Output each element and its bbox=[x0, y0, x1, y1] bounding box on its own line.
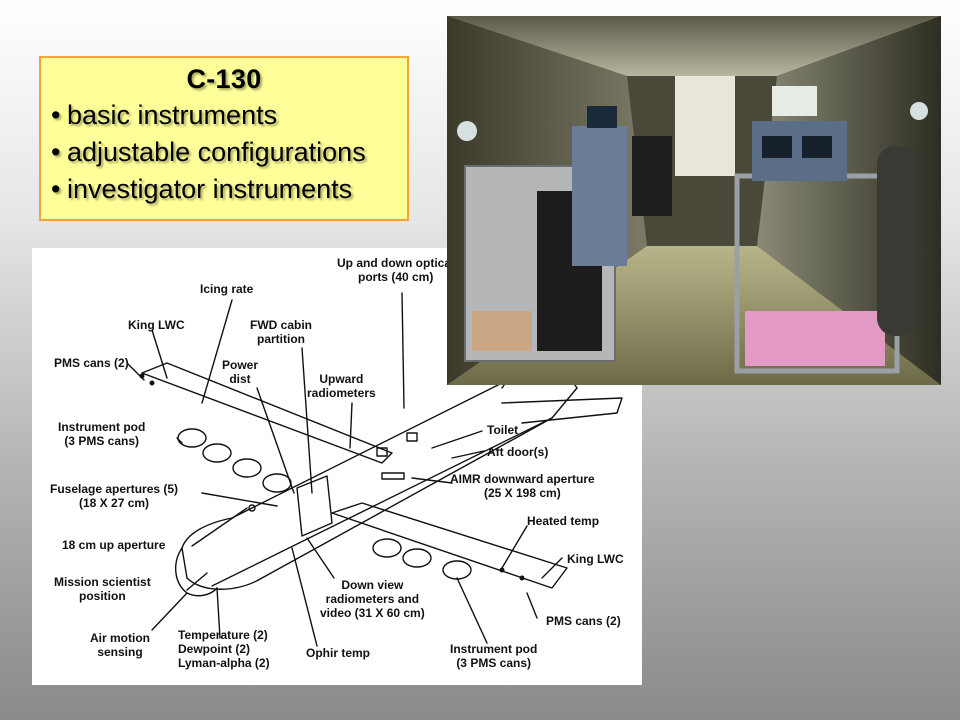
label-instrument-pod-bottom: Instrument pod (3 PMS cans) bbox=[450, 642, 538, 670]
label-aimr: AIMR downward aperture (25 X 198 cm) bbox=[450, 472, 595, 500]
engine bbox=[442, 560, 472, 580]
leader-line bbox=[291, 547, 318, 647]
label-pms-cans-top: PMS cans (2) bbox=[54, 356, 129, 370]
engine bbox=[372, 538, 402, 558]
up-aperture bbox=[248, 504, 256, 512]
label-instrument-pod-top: Instrument pod (3 PMS cans) bbox=[58, 420, 146, 448]
aircraft-cabin-photo bbox=[447, 16, 941, 385]
leader-line bbox=[186, 572, 208, 591]
aperture bbox=[376, 447, 388, 457]
label-up-down-ports: Up and down optical ports (40 cm) bbox=[337, 256, 455, 284]
leader-line bbox=[401, 292, 405, 409]
callout-list: •basic instruments •adjustable configura… bbox=[41, 97, 407, 208]
leader-line bbox=[411, 477, 453, 484]
label-king-lwc-top: King LWC bbox=[128, 318, 185, 332]
aperture bbox=[406, 432, 418, 442]
aperture bbox=[381, 472, 405, 480]
callout-item: •investigator instruments bbox=[51, 171, 407, 208]
label-down-view: Down view radiometers and video (31 X 60… bbox=[320, 578, 425, 620]
leader-line bbox=[201, 299, 233, 404]
cabin-photo-drawing bbox=[447, 16, 941, 385]
leader-line bbox=[151, 592, 188, 631]
label-air-motion: Air motion sensing bbox=[90, 631, 150, 659]
leader-line bbox=[431, 430, 483, 449]
leader-line bbox=[306, 537, 335, 579]
leader-line bbox=[501, 525, 528, 569]
summary-callout: C-130 •basic instruments •adjustable con… bbox=[39, 56, 409, 221]
fuselage-belly bbox=[211, 417, 553, 587]
leader-line bbox=[349, 402, 353, 449]
label-mission-scientist: Mission scientist position bbox=[54, 575, 151, 603]
leader-line bbox=[256, 387, 295, 494]
engine bbox=[402, 548, 432, 568]
engine bbox=[177, 428, 207, 448]
callout-item: •basic instruments bbox=[51, 97, 407, 134]
leader-line bbox=[541, 557, 563, 579]
leader-line bbox=[201, 492, 278, 507]
leader-line bbox=[191, 507, 248, 547]
label-icing-rate: Icing rate bbox=[200, 282, 254, 296]
label-temperature: Temperature (2) Dewpoint (2) Lyman-alpha… bbox=[178, 628, 270, 670]
label-pms-cans-bottom: PMS cans (2) bbox=[546, 614, 621, 628]
label-aft-doors: Aft door(s) bbox=[487, 445, 549, 459]
leader-line bbox=[451, 450, 485, 459]
leader-line bbox=[301, 347, 313, 494]
callout-item-text: adjustable configurations bbox=[67, 137, 366, 167]
engine bbox=[202, 443, 232, 463]
leader-line bbox=[216, 587, 221, 639]
leader-line bbox=[176, 437, 183, 444]
engine bbox=[232, 458, 262, 478]
bullet-icon: • bbox=[51, 100, 61, 130]
bullet-icon: • bbox=[51, 174, 61, 204]
callout-title: C-130 bbox=[186, 64, 262, 94]
leader-line bbox=[456, 577, 488, 644]
label-fuselage-apertures: Fuselage apertures (5) (18 X 27 cm) bbox=[50, 482, 179, 510]
label-ophir-temp: Ophir temp bbox=[306, 646, 371, 660]
label-king-lwc-bottom: King LWC bbox=[567, 552, 624, 566]
leader-line bbox=[526, 592, 538, 619]
label-toilet: Toilet bbox=[487, 423, 519, 437]
leader-line bbox=[151, 329, 168, 379]
wing-upper bbox=[141, 362, 393, 464]
label-power-dist: Power dist bbox=[222, 358, 259, 386]
horizontal-stabilizer bbox=[501, 397, 623, 424]
callout-item-text: investigator instruments bbox=[67, 174, 353, 204]
label-upward-radiometers: Upward radiometers bbox=[307, 372, 376, 400]
label-up-aperture: 18 cm up aperture bbox=[62, 538, 166, 552]
bullet-icon: • bbox=[51, 137, 61, 167]
engine bbox=[262, 473, 292, 493]
callout-item: •adjustable configurations bbox=[51, 134, 407, 171]
callout-item-text: basic instruments bbox=[67, 100, 278, 130]
label-heated-temp: Heated temp bbox=[527, 514, 600, 528]
label-fwd-cabin: FWD cabin partition bbox=[250, 318, 312, 346]
wing-lower bbox=[331, 502, 568, 589]
cabin-partition bbox=[296, 475, 333, 537]
